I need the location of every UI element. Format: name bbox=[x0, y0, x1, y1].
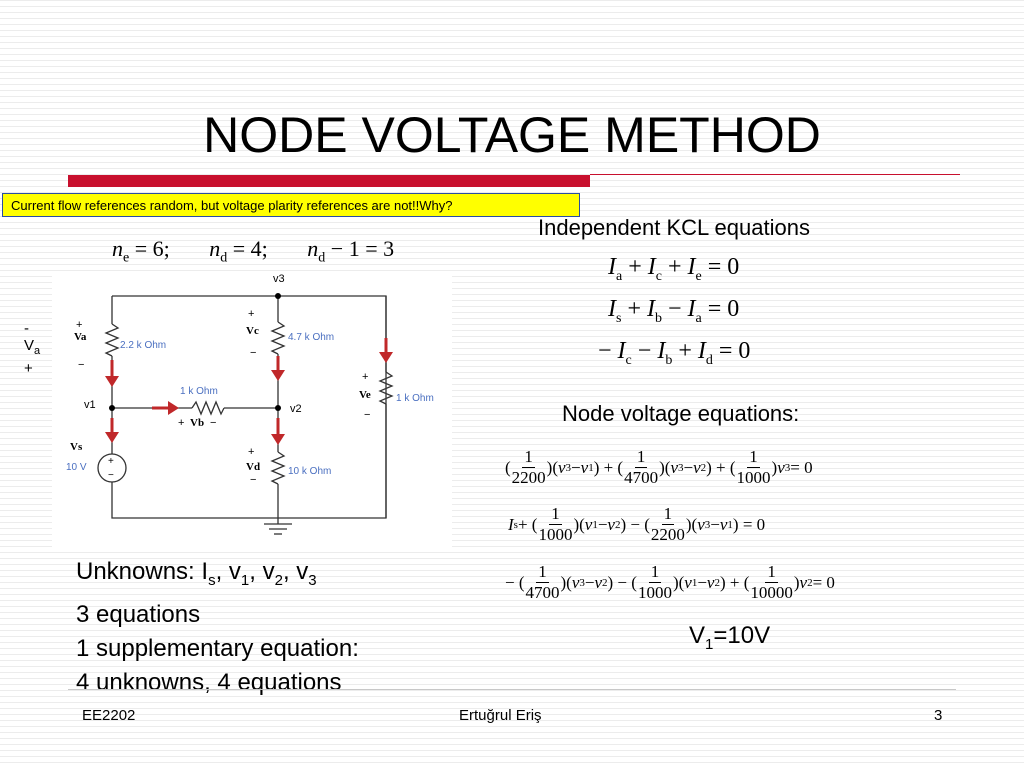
footer-divider bbox=[68, 689, 956, 690]
footer-page-number: 3 bbox=[934, 707, 943, 724]
slide-title: NODE VOLTAGE METHOD bbox=[203, 107, 821, 163]
svg-text:+: + bbox=[248, 446, 254, 458]
supplementary-equation: V1=10V bbox=[689, 622, 771, 653]
label-vd: Vd bbox=[246, 461, 260, 473]
svg-text:−: − bbox=[210, 417, 216, 429]
label-va: Va bbox=[74, 331, 87, 343]
kcl-heading: Independent KCL equations bbox=[538, 215, 810, 240]
node-voltage-heading: Node voltage equations: bbox=[562, 401, 800, 426]
va-label: V bbox=[24, 337, 35, 354]
kcl-equation-1: Ia + Ic + Ie = 0 bbox=[608, 254, 740, 284]
va-sub: a bbox=[34, 345, 41, 357]
footer-course: EE2202 bbox=[82, 707, 136, 724]
kcl-equation-2: Is + Ib − Ia = 0 bbox=[608, 296, 740, 326]
svg-text:−: − bbox=[78, 359, 84, 371]
svg-text:+: + bbox=[362, 371, 368, 383]
footer-author: Ertuğrul Eriş bbox=[459, 707, 542, 724]
svg-text:−: − bbox=[108, 470, 114, 481]
label-r-c: 4.7 k Ohm bbox=[288, 332, 334, 343]
label-r-b: 1 k Ohm bbox=[180, 386, 218, 397]
svg-text:−: − bbox=[364, 409, 370, 421]
label-r-a: 2.2 k Ohm bbox=[120, 340, 166, 351]
circuit-diagram: + − 2.2 k Ohm 4.7 k Ohm 1 k Ohm 1 k Ohm … bbox=[52, 272, 452, 552]
count-independent: nd − 1 = 3 bbox=[307, 236, 395, 266]
unknowns-line: Unknowns: Is, v1, v2, v3 bbox=[76, 558, 317, 589]
supplementary-line: 1 supplementary equation: bbox=[76, 634, 359, 662]
va-minus: - bbox=[24, 320, 29, 337]
label-node-v1: v1 bbox=[84, 399, 96, 411]
label-node-v3: v3 bbox=[273, 273, 285, 285]
title-accent-bar bbox=[68, 175, 590, 187]
equations-count: 3 equations bbox=[76, 600, 201, 628]
svg-text:+: + bbox=[248, 308, 254, 320]
unknowns-summary: Unknowns: Is, v1, v2, v3 3 equations 1 s… bbox=[76, 555, 359, 700]
node-element-counts: ne = 6; nd = 4; nd − 1 = 3 bbox=[112, 236, 428, 266]
count-elements: ne = 6; bbox=[112, 236, 170, 266]
label-vs-value: 10 V bbox=[66, 462, 87, 473]
svg-text:+: + bbox=[178, 417, 184, 429]
svg-text:−: − bbox=[250, 347, 256, 359]
svg-text:+: + bbox=[108, 456, 114, 467]
kcl-equation-3: − Ic − Ib + Id = 0 bbox=[598, 338, 751, 368]
callout-note: Current flow references random, but volt… bbox=[2, 193, 580, 217]
label-r-e: 1 k Ohm bbox=[396, 393, 434, 404]
va-plus: + bbox=[24, 360, 33, 377]
title-accent-line bbox=[590, 174, 960, 175]
label-vc: Vc bbox=[246, 325, 259, 337]
label-node-v2: v2 bbox=[290, 403, 302, 415]
label-ve: Ve bbox=[359, 389, 371, 401]
svg-text:+: + bbox=[76, 319, 82, 331]
label-vb: Vb bbox=[190, 417, 204, 429]
va-polarity-note: - Va + bbox=[24, 320, 40, 377]
count-nodes: nd = 4; bbox=[209, 236, 268, 266]
label-r-d: 10 k Ohm bbox=[288, 466, 331, 477]
unknowns-count: 4 unknowns, 4 equations bbox=[76, 668, 342, 696]
label-vs: Vs bbox=[70, 441, 83, 453]
svg-text:−: − bbox=[250, 474, 256, 486]
